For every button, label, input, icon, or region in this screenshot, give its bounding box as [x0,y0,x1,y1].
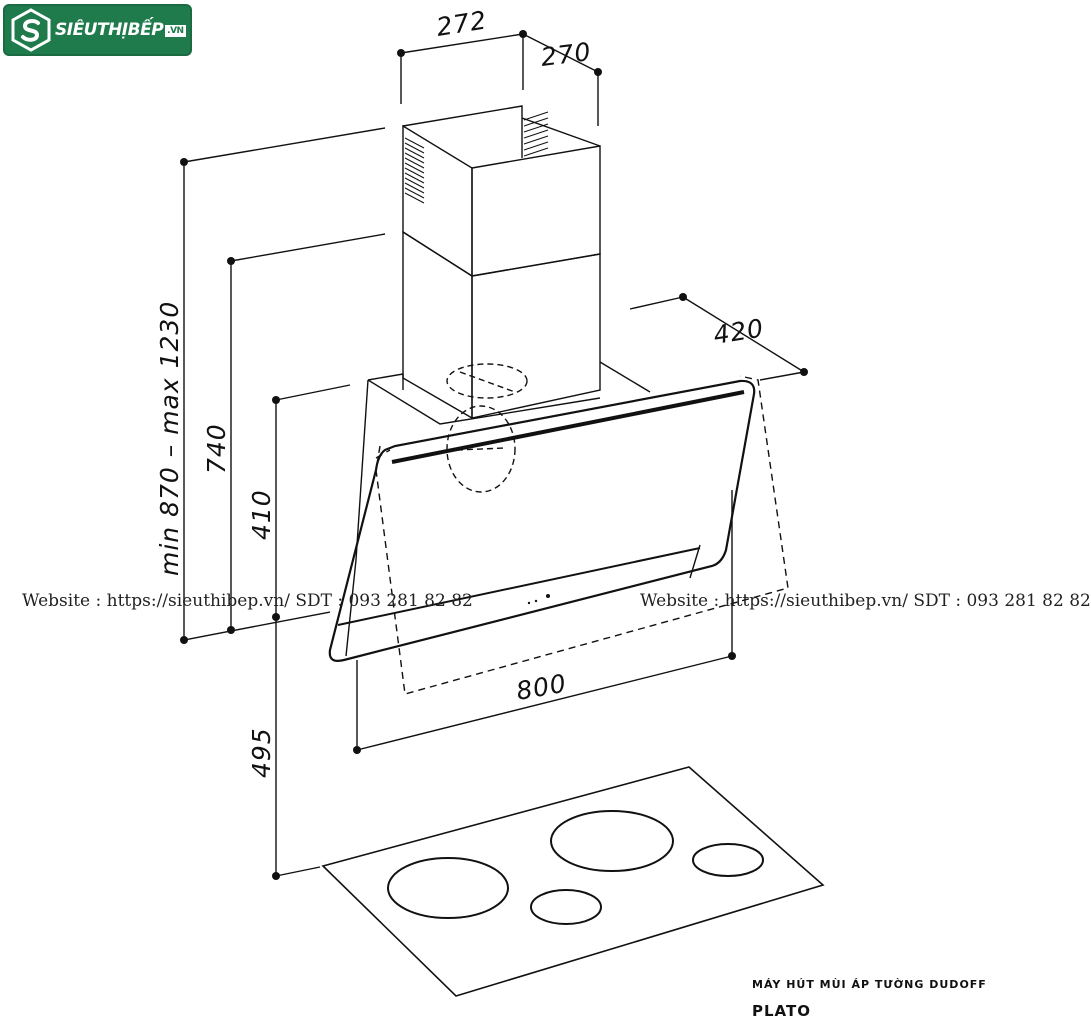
dim-272: 272 [434,5,489,42]
dimension-dots [180,30,808,880]
chimney-lower [402,230,473,420]
dim-height-range: min 870 – max 1230 [155,301,184,576]
logo-tld: .VN [165,25,186,37]
range-hood-dimension-drawing: 272 270 min 870 – max 1230 740 410 420 8… [155,5,825,997]
dim-420: 420 [711,313,766,350]
watermark-right: Website : https://sieuthibep.vn/ SDT : 0… [640,591,1091,611]
dim-740: 740 [202,423,231,474]
dim-270: 270 [539,37,593,72]
product-model: PLATO [752,1002,811,1020]
product-caption: MÁY HÚT MÙI ÁP TƯỜNG DUDOFF [752,978,987,991]
logo-s-icon [11,8,51,52]
cooktop [321,766,825,997]
dim-800: 800 [514,669,569,706]
glass-panel [328,379,756,662]
brand-logo: SIÊUTHỊBẾP.VN [3,4,192,56]
dim-410: 410 [247,489,276,540]
logo-text: SIÊUTHỊBẾP.VN [55,20,186,40]
watermark-left: Website : https://sieuthibep.vn/ SDT : 0… [22,591,473,611]
dim-495: 495 [247,727,276,778]
